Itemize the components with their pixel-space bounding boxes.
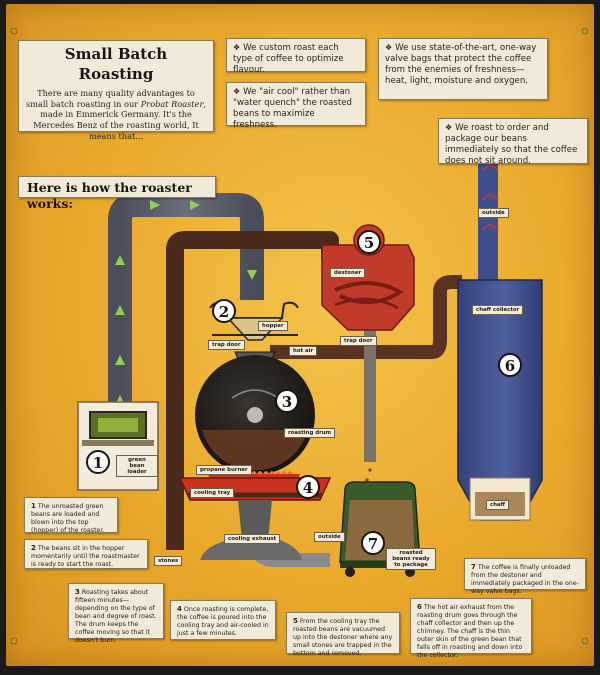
label-roasted-beans: roasted beans ready to package (386, 548, 436, 570)
label-chaff-collector: chaff collector (472, 305, 524, 315)
label-cooling-tray: cooling tray (190, 488, 235, 498)
step-number-7: 7 (361, 531, 385, 555)
label-outside-top: outside (478, 208, 509, 218)
label-hot-air: hot air (289, 346, 318, 356)
destoner-tube (364, 330, 376, 462)
step-number-5: 5 (357, 230, 381, 254)
step-number-4: 4 (296, 475, 320, 499)
bullet-custom-roast: ❖We custom roast each type of coffee to … (226, 38, 366, 75)
bullet-valve-bags: ❖We use state-of-the-art, one-way valve … (378, 38, 548, 100)
diamond-bullet-icon: ❖ (233, 87, 241, 96)
svg-text:4: 4 (303, 479, 313, 497)
label-outside-bottom: outside (314, 532, 345, 542)
brown-duct (166, 231, 339, 550)
svg-text:1: 1 (93, 454, 103, 472)
title-card: Small Batch Roasting There are many qual… (18, 40, 214, 141)
label-cooling-exhaust: cooling exhaust (224, 534, 281, 544)
label-stones: stones (154, 556, 183, 566)
label-green-bean-loader: green bean loader (116, 455, 158, 477)
bullet-air-cool: ❖We "air cool" rather than "water quench… (226, 82, 366, 130)
gray-duct (108, 193, 264, 410)
step-number-3: 3 (275, 389, 299, 413)
page-title: Small Batch Roasting (64, 45, 168, 83)
destoner (321, 244, 415, 331)
label-trap-door-right: trap door (340, 336, 377, 346)
diamond-bullet-icon: ❖ (233, 43, 241, 52)
brass-pin-icon (10, 27, 589, 645)
bullet-roast-to-order: ❖We roast to order and package our beans… (438, 118, 588, 166)
label-propane-burner: propane burner (196, 465, 252, 475)
section-heading: Here is how the roaster works: (18, 176, 216, 211)
label-destoner: destoner (330, 268, 366, 278)
intro-text: There are many quality advantages to sma… (26, 88, 206, 141)
label-chaff: chaff (486, 500, 510, 510)
svg-text:6: 6 (505, 357, 515, 375)
svg-text:5: 5 (364, 234, 374, 252)
svg-text:7: 7 (368, 535, 378, 553)
step-number-6: 6 (498, 353, 522, 377)
chimney (478, 160, 498, 280)
svg-text:3: 3 (282, 393, 292, 411)
diamond-bullet-icon: ❖ (385, 43, 393, 52)
step-number-2: 2 (212, 299, 236, 323)
step-number-1: 1 (86, 450, 110, 474)
label-hopper: hopper (258, 321, 288, 331)
label-trap-door-left: trap door (208, 340, 245, 350)
brown-duct-right (270, 275, 462, 359)
diamond-bullet-icon: ❖ (445, 123, 453, 132)
label-roasting-drum: roasting drum (284, 428, 336, 438)
svg-text:2: 2 (219, 303, 229, 321)
